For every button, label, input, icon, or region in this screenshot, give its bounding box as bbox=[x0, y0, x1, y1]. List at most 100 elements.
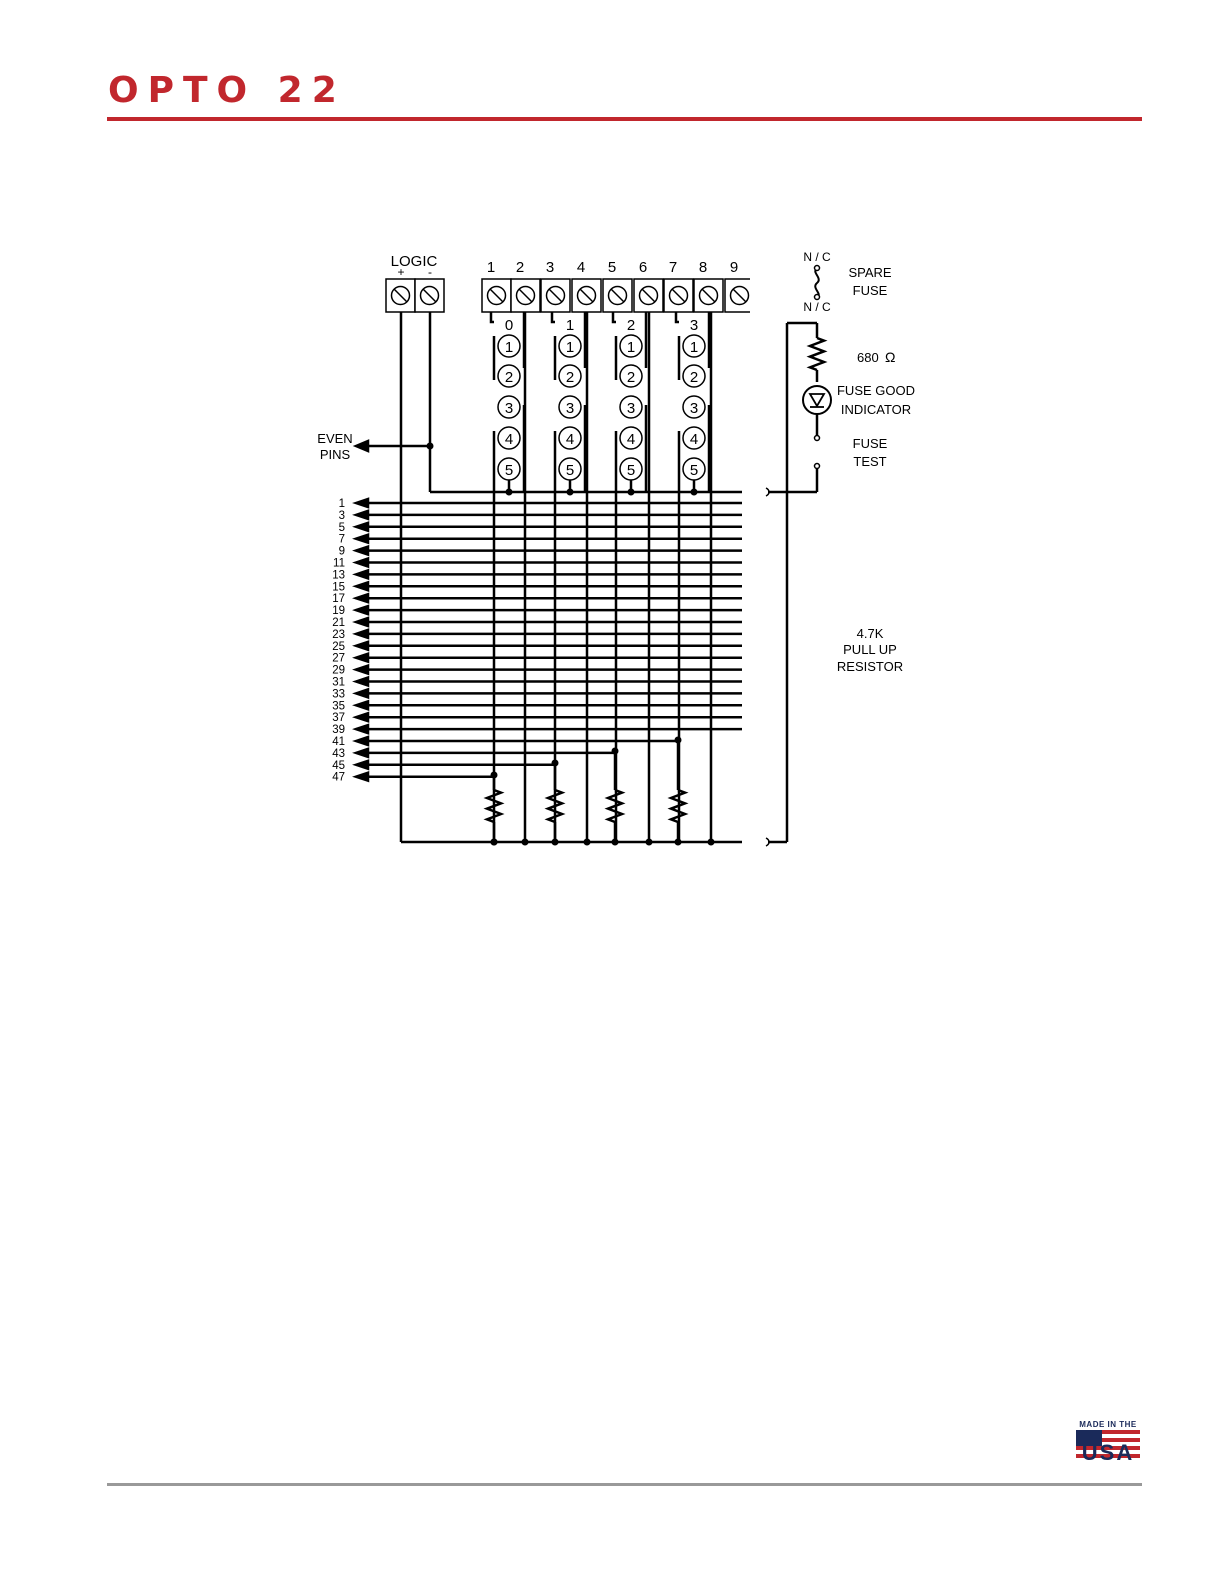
fuse-test-label: TEST bbox=[853, 454, 886, 469]
usa-word: USA bbox=[1076, 1440, 1140, 1466]
pin-number-label: 17 bbox=[332, 593, 345, 605]
junction-dot bbox=[522, 839, 529, 846]
arrow-icon bbox=[356, 523, 368, 531]
arrow-icon bbox=[356, 701, 368, 709]
pin-number-label: 21 bbox=[332, 617, 345, 629]
jumper-position-label: 1 bbox=[505, 339, 513, 356]
arrow-icon bbox=[356, 499, 368, 507]
pin-number-label: 29 bbox=[332, 665, 345, 677]
pin-number-label: 37 bbox=[332, 712, 345, 724]
terminal-number-label: 3 bbox=[546, 259, 554, 276]
pin-number-label: 23 bbox=[332, 629, 345, 641]
arrow-icon bbox=[356, 725, 368, 733]
group-label: 3 bbox=[690, 317, 698, 334]
fuse-end bbox=[815, 266, 820, 271]
arrow-icon bbox=[356, 713, 368, 721]
nc-top-label: N / C bbox=[803, 250, 831, 264]
resistor-symbol bbox=[671, 790, 685, 822]
arrow-icon bbox=[356, 559, 368, 567]
group-label: 2 bbox=[627, 317, 635, 334]
jumper-position-label: 5 bbox=[627, 462, 635, 479]
jumper-position-label: 3 bbox=[566, 400, 574, 417]
arrow-icon bbox=[356, 570, 368, 578]
junction-dot bbox=[708, 839, 715, 846]
pin-number-label: 11 bbox=[333, 558, 345, 570]
pin-number-label: 33 bbox=[332, 688, 345, 700]
jumper-position-label: 4 bbox=[505, 431, 513, 448]
arrow-icon bbox=[356, 594, 368, 602]
arrow-icon bbox=[356, 547, 368, 555]
terminal-number-label: 4 bbox=[577, 259, 585, 276]
arrow-icon bbox=[356, 618, 368, 626]
spare-fuse-label: SPARE bbox=[848, 265, 891, 280]
fuse-good-label: INDICATOR bbox=[841, 402, 911, 417]
pullup-label: RESISTOR bbox=[837, 659, 903, 674]
made-in-usa-badge: MADE IN THE USA bbox=[1076, 1420, 1140, 1472]
pin-number-label: 13 bbox=[332, 569, 345, 581]
logic-plus-label: + bbox=[397, 265, 404, 279]
ohm-symbol: Ω bbox=[885, 349, 895, 365]
strip-cutoff bbox=[750, 275, 768, 317]
arrow-icon bbox=[356, 582, 368, 590]
group-label: 0 bbox=[505, 317, 513, 334]
jumper bbox=[613, 312, 616, 322]
terminal-number-label: 6 bbox=[639, 259, 647, 276]
group-label: 1 bbox=[566, 317, 574, 334]
jumper-position-label: 4 bbox=[566, 431, 574, 448]
junction-dot bbox=[612, 839, 619, 846]
break-mark bbox=[766, 838, 769, 846]
pin-number-label: 7 bbox=[339, 534, 345, 546]
arrow-icon bbox=[356, 535, 368, 543]
jumper-position-label: 5 bbox=[505, 462, 513, 479]
resistor-680-label: 680 bbox=[857, 350, 879, 365]
junction-dot bbox=[628, 489, 635, 496]
made-in-label: MADE IN THE bbox=[1076, 1420, 1140, 1429]
even-pins-label: EVEN bbox=[317, 431, 352, 446]
pin-number-label: 19 bbox=[332, 605, 345, 617]
resistor-symbol bbox=[810, 338, 824, 370]
pin-number-label: 41 bbox=[332, 736, 345, 748]
footer-rule bbox=[107, 1483, 1142, 1486]
arrow-icon bbox=[356, 654, 368, 662]
arrow-icon bbox=[356, 666, 368, 674]
fuse-good-label: FUSE GOOD bbox=[837, 383, 915, 398]
junction-dot bbox=[491, 772, 498, 779]
jumper bbox=[491, 312, 494, 322]
resistor-symbol bbox=[487, 790, 501, 822]
arrow-icon bbox=[356, 606, 368, 614]
arrow-icon bbox=[356, 642, 368, 650]
pullup-label: 4.7K bbox=[857, 626, 884, 641]
resistor-symbol bbox=[608, 790, 622, 822]
junction-dot bbox=[584, 839, 591, 846]
resistor-symbol bbox=[548, 790, 562, 822]
junction-dot bbox=[612, 748, 619, 755]
spare-fuse-icon bbox=[815, 269, 818, 297]
fuse-test-label: FUSE bbox=[853, 436, 888, 451]
jumper bbox=[552, 312, 555, 322]
arrow-icon bbox=[356, 511, 368, 519]
pin-number-label: 45 bbox=[332, 760, 345, 772]
junction-dot bbox=[427, 443, 434, 450]
pin-number-label: 27 bbox=[332, 653, 345, 665]
break-mark bbox=[766, 488, 769, 496]
pin-number-label: 35 bbox=[332, 700, 345, 712]
pin-number-label: 39 bbox=[332, 724, 345, 736]
pin-number-label: 9 bbox=[339, 546, 345, 558]
test-contact bbox=[815, 436, 820, 441]
junction-dot bbox=[675, 839, 682, 846]
pin-number-label: 15 bbox=[332, 581, 345, 593]
jumper-position-label: 2 bbox=[566, 369, 574, 386]
junction-dot bbox=[567, 489, 574, 496]
jumper-position-label: 1 bbox=[627, 339, 635, 356]
jumper-position-label: 3 bbox=[690, 400, 698, 417]
jumper-position-label: 2 bbox=[627, 369, 635, 386]
arrow-icon bbox=[356, 773, 368, 781]
arrow-icon bbox=[356, 689, 368, 697]
jumper-position-label: 1 bbox=[690, 339, 698, 356]
terminal-number-label: 1 bbox=[487, 259, 495, 276]
pin-number-label: 31 bbox=[332, 677, 345, 689]
pin-number-label: 1 bbox=[339, 498, 345, 510]
jumper-position-label: 3 bbox=[627, 400, 635, 417]
jumper bbox=[676, 312, 679, 322]
